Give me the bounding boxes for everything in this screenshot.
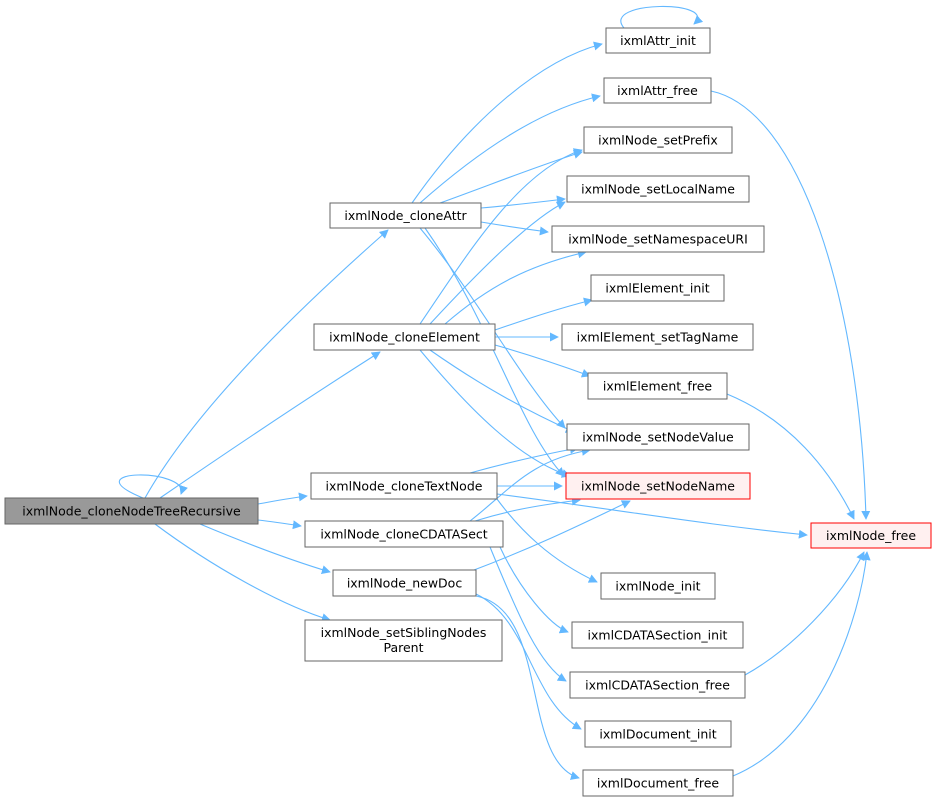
edge-clone-text-node-to-node-free <box>496 493 808 539</box>
edge-self-loop-recursive <box>118 474 188 499</box>
node-document-free-label: ixmlDocument_free <box>597 776 719 791</box>
edge-recursive-to-clone-text-node <box>257 492 308 505</box>
node-set-namespace-uri[interactable]: ixmlNode_setNamespaceURI <box>551 225 765 253</box>
edge-clone-element-to-set-prefix <box>419 148 583 325</box>
node-clone-node-tree-recursive[interactable]: ixmlNode_cloneNodeTreeRecursive <box>4 497 259 525</box>
edge-clone-text-node-to-set-node-value <box>469 445 579 474</box>
node-element-init-label: ixmlElement_init <box>605 281 709 296</box>
edge-recursive-to-clone-cdata-sect <box>257 519 302 530</box>
node-node-init-label: ixmlNode_init <box>615 579 700 594</box>
node-set-sibling-nodes-parent-label-line1: ixmlNode_setSiblingNodes <box>321 625 487 640</box>
node-set-node-name[interactable]: ixmlNode_setNodeName <box>565 472 751 500</box>
edge-clone-element-to-element-init <box>494 297 593 331</box>
node-node-init[interactable]: ixmlNode_init <box>600 572 716 600</box>
edge-clone-attr-to-set-local-name <box>480 195 566 209</box>
edge-clone-cdata-sect-to-cdata-free <box>489 546 567 682</box>
node-set-node-name-label: ixmlNode_setNodeName <box>581 479 735 494</box>
node-clone-text-node-label: ixmlNode_cloneTextNode <box>326 479 483 494</box>
edge-clone-cdata-sect-to-set-node-name <box>474 496 581 522</box>
node-clone-attr-label: ixmlNode_cloneAttr <box>344 208 467 223</box>
node-clone-node-tree-recursive-label: ixmlNode_cloneNodeTreeRecursive <box>22 504 241 519</box>
edge-recursive-to-clone-element <box>159 351 381 499</box>
node-clone-element-label: ixmlNode_cloneElement <box>329 330 480 345</box>
node-element-set-tag-name-label: ixmlElement_setTagName <box>577 330 739 345</box>
node-set-namespace-uri-label: ixmlNode_setNamespaceURI <box>568 232 748 247</box>
edge-new-doc-to-document-init <box>475 593 582 730</box>
edge-clone-attr-to-set-node-name <box>424 227 565 477</box>
node-clone-cdata-sect-label: ixmlNode_cloneCDATASect <box>320 527 487 542</box>
node-cdata-init-label: ixmlCDATASection_init <box>588 628 728 643</box>
nodes: ixmlNode_cloneNodeTreeRecursive ixmlNode… <box>4 27 932 797</box>
edge-new-doc-to-document-free <box>475 595 580 780</box>
node-clone-attr[interactable]: ixmlNode_cloneAttr <box>329 202 482 229</box>
edge-clone-attr-to-attr-free <box>419 93 601 204</box>
node-clone-text-node[interactable]: ixmlNode_cloneTextNode <box>310 472 498 500</box>
node-attr-free[interactable]: ixmlAttr_free <box>603 77 712 104</box>
edge-clone-cdata-sect-to-set-node-value <box>469 446 591 522</box>
edge-clone-element-to-element-free <box>494 344 591 378</box>
node-set-node-value[interactable]: ixmlNode_setNodeValue <box>566 423 750 451</box>
node-new-doc-label: ixmlNode_newDoc <box>347 576 463 591</box>
edge-cdata-free-to-node-free <box>744 551 865 676</box>
edge-recursive-to-set-sibling-parent <box>154 523 331 622</box>
node-attr-free-label: ixmlAttr_free <box>617 83 698 98</box>
node-set-prefix[interactable]: ixmlNode_setPrefix <box>583 126 733 154</box>
node-element-free-label: ixmlElement_free <box>603 379 712 394</box>
node-element-init[interactable]: ixmlElement_init <box>590 274 725 302</box>
edge-clone-attr-to-set-prefix <box>439 150 583 204</box>
node-document-init-label: ixmlDocument_init <box>599 727 716 742</box>
node-document-free[interactable]: ixmlDocument_free <box>582 769 734 797</box>
node-set-local-name-label: ixmlNode_setLocalName <box>581 182 735 197</box>
node-set-prefix-label: ixmlNode_setPrefix <box>598 133 718 148</box>
edge-recursive-to-new-doc <box>199 523 331 574</box>
node-element-set-tag-name[interactable]: ixmlElement_setTagName <box>561 323 754 351</box>
node-clone-element[interactable]: ixmlNode_cloneElement <box>313 323 496 351</box>
edge-element-free-to-node-free <box>726 393 855 520</box>
edge-document-free-to-node-free <box>732 551 871 777</box>
node-element-free[interactable]: ixmlElement_free <box>587 372 728 400</box>
node-set-node-value-label: ixmlNode_setNodeValue <box>582 430 734 445</box>
edge-recursive-to-clone-attr <box>144 229 389 499</box>
node-node-free[interactable]: ixmlNode_free <box>810 522 932 549</box>
node-set-sibling-nodes-parent-label-line2: Parent <box>383 640 423 655</box>
edge-clone-attr-to-attr-init <box>411 41 603 204</box>
edges <box>118 5 871 780</box>
edge-attr-init-self-loop <box>620 5 703 29</box>
edge-clone-element-to-set-local-name <box>429 201 566 325</box>
node-attr-init-label: ixmlAttr_init <box>620 33 696 48</box>
node-cdata-free-label: ixmlCDATASection_free <box>585 678 730 693</box>
node-clone-cdata-sect[interactable]: ixmlNode_cloneCDATASect <box>304 520 504 548</box>
edge-clone-cdata-sect-to-cdata-init <box>499 546 569 634</box>
node-new-doc[interactable]: ixmlNode_newDoc <box>332 569 477 597</box>
node-document-init[interactable]: ixmlDocument_init <box>584 720 732 748</box>
edge-clone-element-to-set-node-name <box>419 349 571 478</box>
node-attr-init[interactable]: ixmlAttr_init <box>605 27 711 54</box>
edge-attr-free-to-node-free <box>710 90 871 520</box>
node-set-local-name[interactable]: ixmlNode_setLocalName <box>566 175 750 203</box>
node-cdata-free[interactable]: ixmlCDATASection_free <box>569 671 746 699</box>
edge-clone-element-to-set-namespace-uri <box>444 249 587 325</box>
node-cdata-init[interactable]: ixmlCDATASection_init <box>571 621 744 649</box>
edge-clone-element-to-set-node-value <box>429 349 575 433</box>
node-set-sibling-nodes-parent[interactable]: ixmlNode_setSiblingNodes Parent <box>304 619 503 662</box>
edge-clone-attr-to-set-namespace-uri <box>480 221 549 236</box>
edge-new-doc-to-set-node-name <box>473 500 631 571</box>
node-node-free-label: ixmlNode_free <box>826 528 916 543</box>
